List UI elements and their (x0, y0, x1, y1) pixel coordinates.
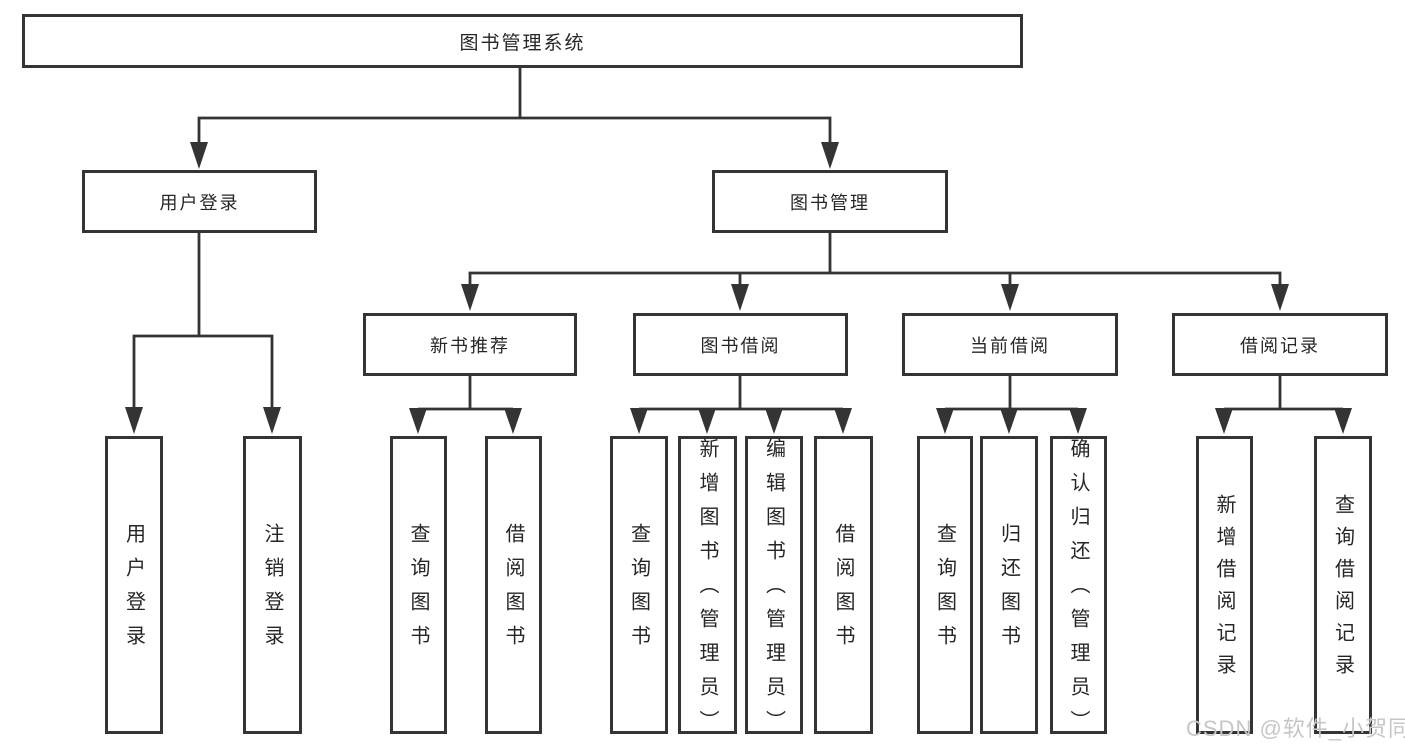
arrow-down (1215, 408, 1233, 434)
leaf-query-borrowing-record: 查询借阅记录 (1314, 436, 1372, 734)
arrow-down (409, 408, 427, 434)
arrow-down (190, 142, 208, 169)
node-label: 图书借阅 (700, 335, 781, 356)
leaf-logout-login: 注销登录 (243, 436, 302, 734)
leaf-borrow-books-borrowing: 借阅图书 (814, 436, 873, 734)
node-label: 查询图书 (407, 523, 429, 659)
arrow-down (504, 408, 522, 434)
arrow-down (834, 408, 852, 434)
node-label: 图书管理 (790, 192, 870, 213)
arrow-down (1069, 408, 1087, 434)
leaf-edit-books-admin: 编辑图书（管理员） (745, 436, 803, 744)
arrow-down (936, 408, 954, 434)
leaf-add-borrowing-record: 新增借阅记录 (1196, 436, 1253, 734)
arrow-down (698, 408, 716, 434)
connector-level1-fork (197, 116, 832, 145)
node-label: 当前借阅 (970, 335, 1050, 356)
node-label: 新增图书（管理员） (696, 438, 718, 744)
arrow-down (461, 284, 479, 311)
arrow-down (1000, 408, 1018, 434)
node-label: 编辑图书（管理员） (762, 438, 785, 744)
leaf-query-books-current: 查询图书 (917, 436, 973, 734)
node-label: 查询图书 (933, 523, 956, 659)
arrow-down (1001, 284, 1019, 311)
node-label: 新书推荐 (430, 335, 510, 356)
arrow-down (821, 142, 839, 169)
leaf-return-books: 归还图书 (980, 436, 1038, 734)
arrow-down (1334, 408, 1352, 434)
watermark: CSDN @软件_小贺同学 (1186, 716, 1405, 741)
leaf-add-books-admin: 新增图书（管理员） (678, 436, 737, 744)
arrow-down (1271, 284, 1289, 311)
node-user-login-branch: 用户登录 (82, 170, 317, 233)
connector-current-fork (945, 376, 1078, 411)
node-label: 新增借阅记录 (1213, 494, 1235, 686)
arrowheads (125, 142, 1352, 434)
node-label: 借阅图书 (502, 523, 524, 659)
connector-borrowing-fork (639, 376, 843, 411)
arrow-down (125, 407, 143, 434)
connector-recommend-fork (418, 376, 513, 411)
connector-user-login-fork (132, 233, 274, 412)
arrow-down (731, 284, 749, 311)
connector-records-fork (1224, 376, 1343, 411)
leaf-user-login: 用户登录 (105, 436, 163, 734)
node-label: 用户登录 (122, 523, 145, 659)
node-borrowing-records: 借阅记录 (1172, 313, 1388, 376)
node-label: 确认归还（管理员） (1067, 438, 1089, 744)
connector-book-management-fork (468, 233, 1282, 287)
leaf-query-books-borrowing: 查询图书 (610, 436, 668, 734)
node-label: 查询图书 (627, 523, 650, 659)
node-new-book-recommendation: 新书推荐 (363, 313, 577, 376)
arrow-down (263, 407, 281, 434)
node-label: 归还图书 (997, 523, 1020, 659)
node-label: 图书管理系统 (459, 32, 586, 54)
node-label: 借阅图书 (832, 523, 854, 659)
node-label: 用户登录 (159, 192, 240, 213)
node-current-borrowing: 当前借阅 (902, 313, 1118, 376)
node-book-borrowing: 图书借阅 (633, 313, 848, 376)
node-root: 图书管理系统 (22, 14, 1023, 68)
node-label: 注销登录 (261, 523, 283, 659)
node-label: 借阅记录 (1240, 335, 1320, 356)
leaf-confirm-return-admin: 确认归还（管理员） (1050, 436, 1107, 744)
node-book-management: 图书管理 (712, 170, 948, 233)
node-label: 查询借阅记录 (1331, 494, 1354, 686)
leaf-query-books-recommend: 查询图书 (390, 436, 447, 734)
arrow-down (765, 408, 783, 434)
leaf-borrow-books-recommend: 借阅图书 (485, 436, 542, 734)
arrow-down (630, 408, 648, 434)
